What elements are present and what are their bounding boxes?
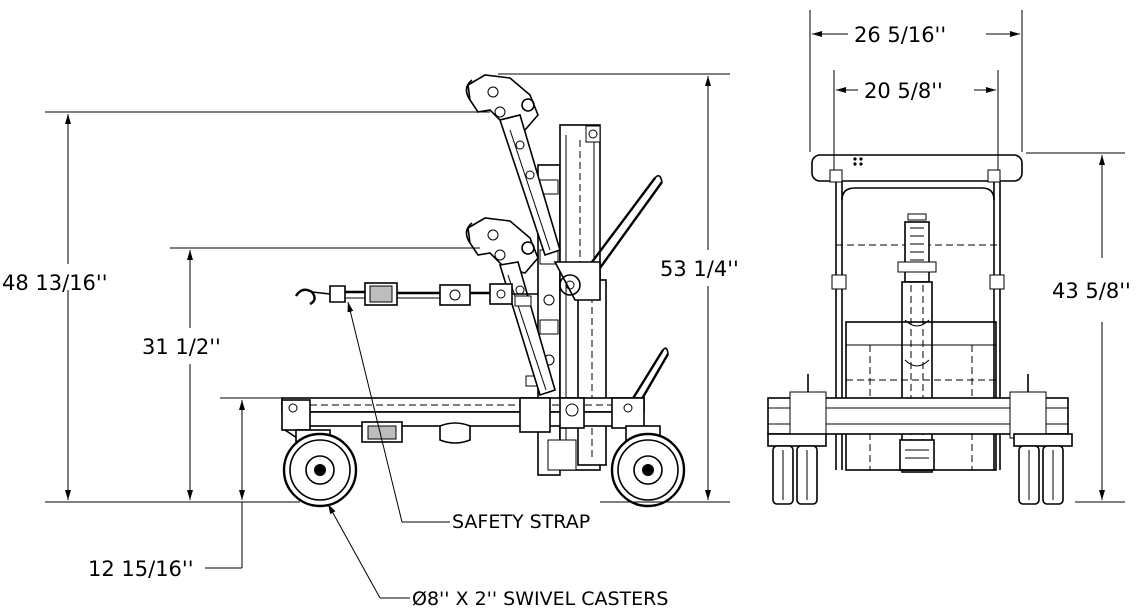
dim-inner-width: 20 5/8'' (864, 79, 943, 103)
base-frame (281, 397, 645, 444)
dim-deck-height: 12 15/16'' (88, 557, 193, 581)
caster-left (282, 429, 358, 508)
center-column (897, 213, 937, 473)
front-casters-left (767, 433, 827, 505)
upper-jaw (465, 74, 561, 257)
dimension-lines (45, 10, 1125, 569)
caster-right (610, 425, 686, 508)
dim-overall-width: 26 5/16'' (854, 23, 946, 47)
base-crossbar (767, 374, 1069, 439)
safety-strap (294, 282, 538, 306)
top-handlebar (811, 154, 1023, 183)
front-casters-right (1013, 433, 1073, 505)
handle-lower (630, 347, 670, 405)
leader-lines (327, 301, 450, 599)
front-view (767, 154, 1073, 505)
callout-safety-strap: SAFETY STRAP (452, 511, 590, 533)
dim-front-view-height: 43 5/8'' (1052, 279, 1131, 303)
dim-overall-height-raised: 48 13/16'' (2, 271, 107, 295)
dim-max-height: 53 1/4'' (660, 257, 739, 281)
dim-lowered-height: 31 1/2'' (142, 335, 221, 359)
pivot-bracket (553, 261, 601, 301)
side-view (281, 74, 686, 508)
lower-jaw (465, 217, 556, 397)
handle-upper (591, 174, 663, 269)
callout-casters: Ø8'' X 2'' SWIVEL CASTERS (412, 588, 668, 610)
